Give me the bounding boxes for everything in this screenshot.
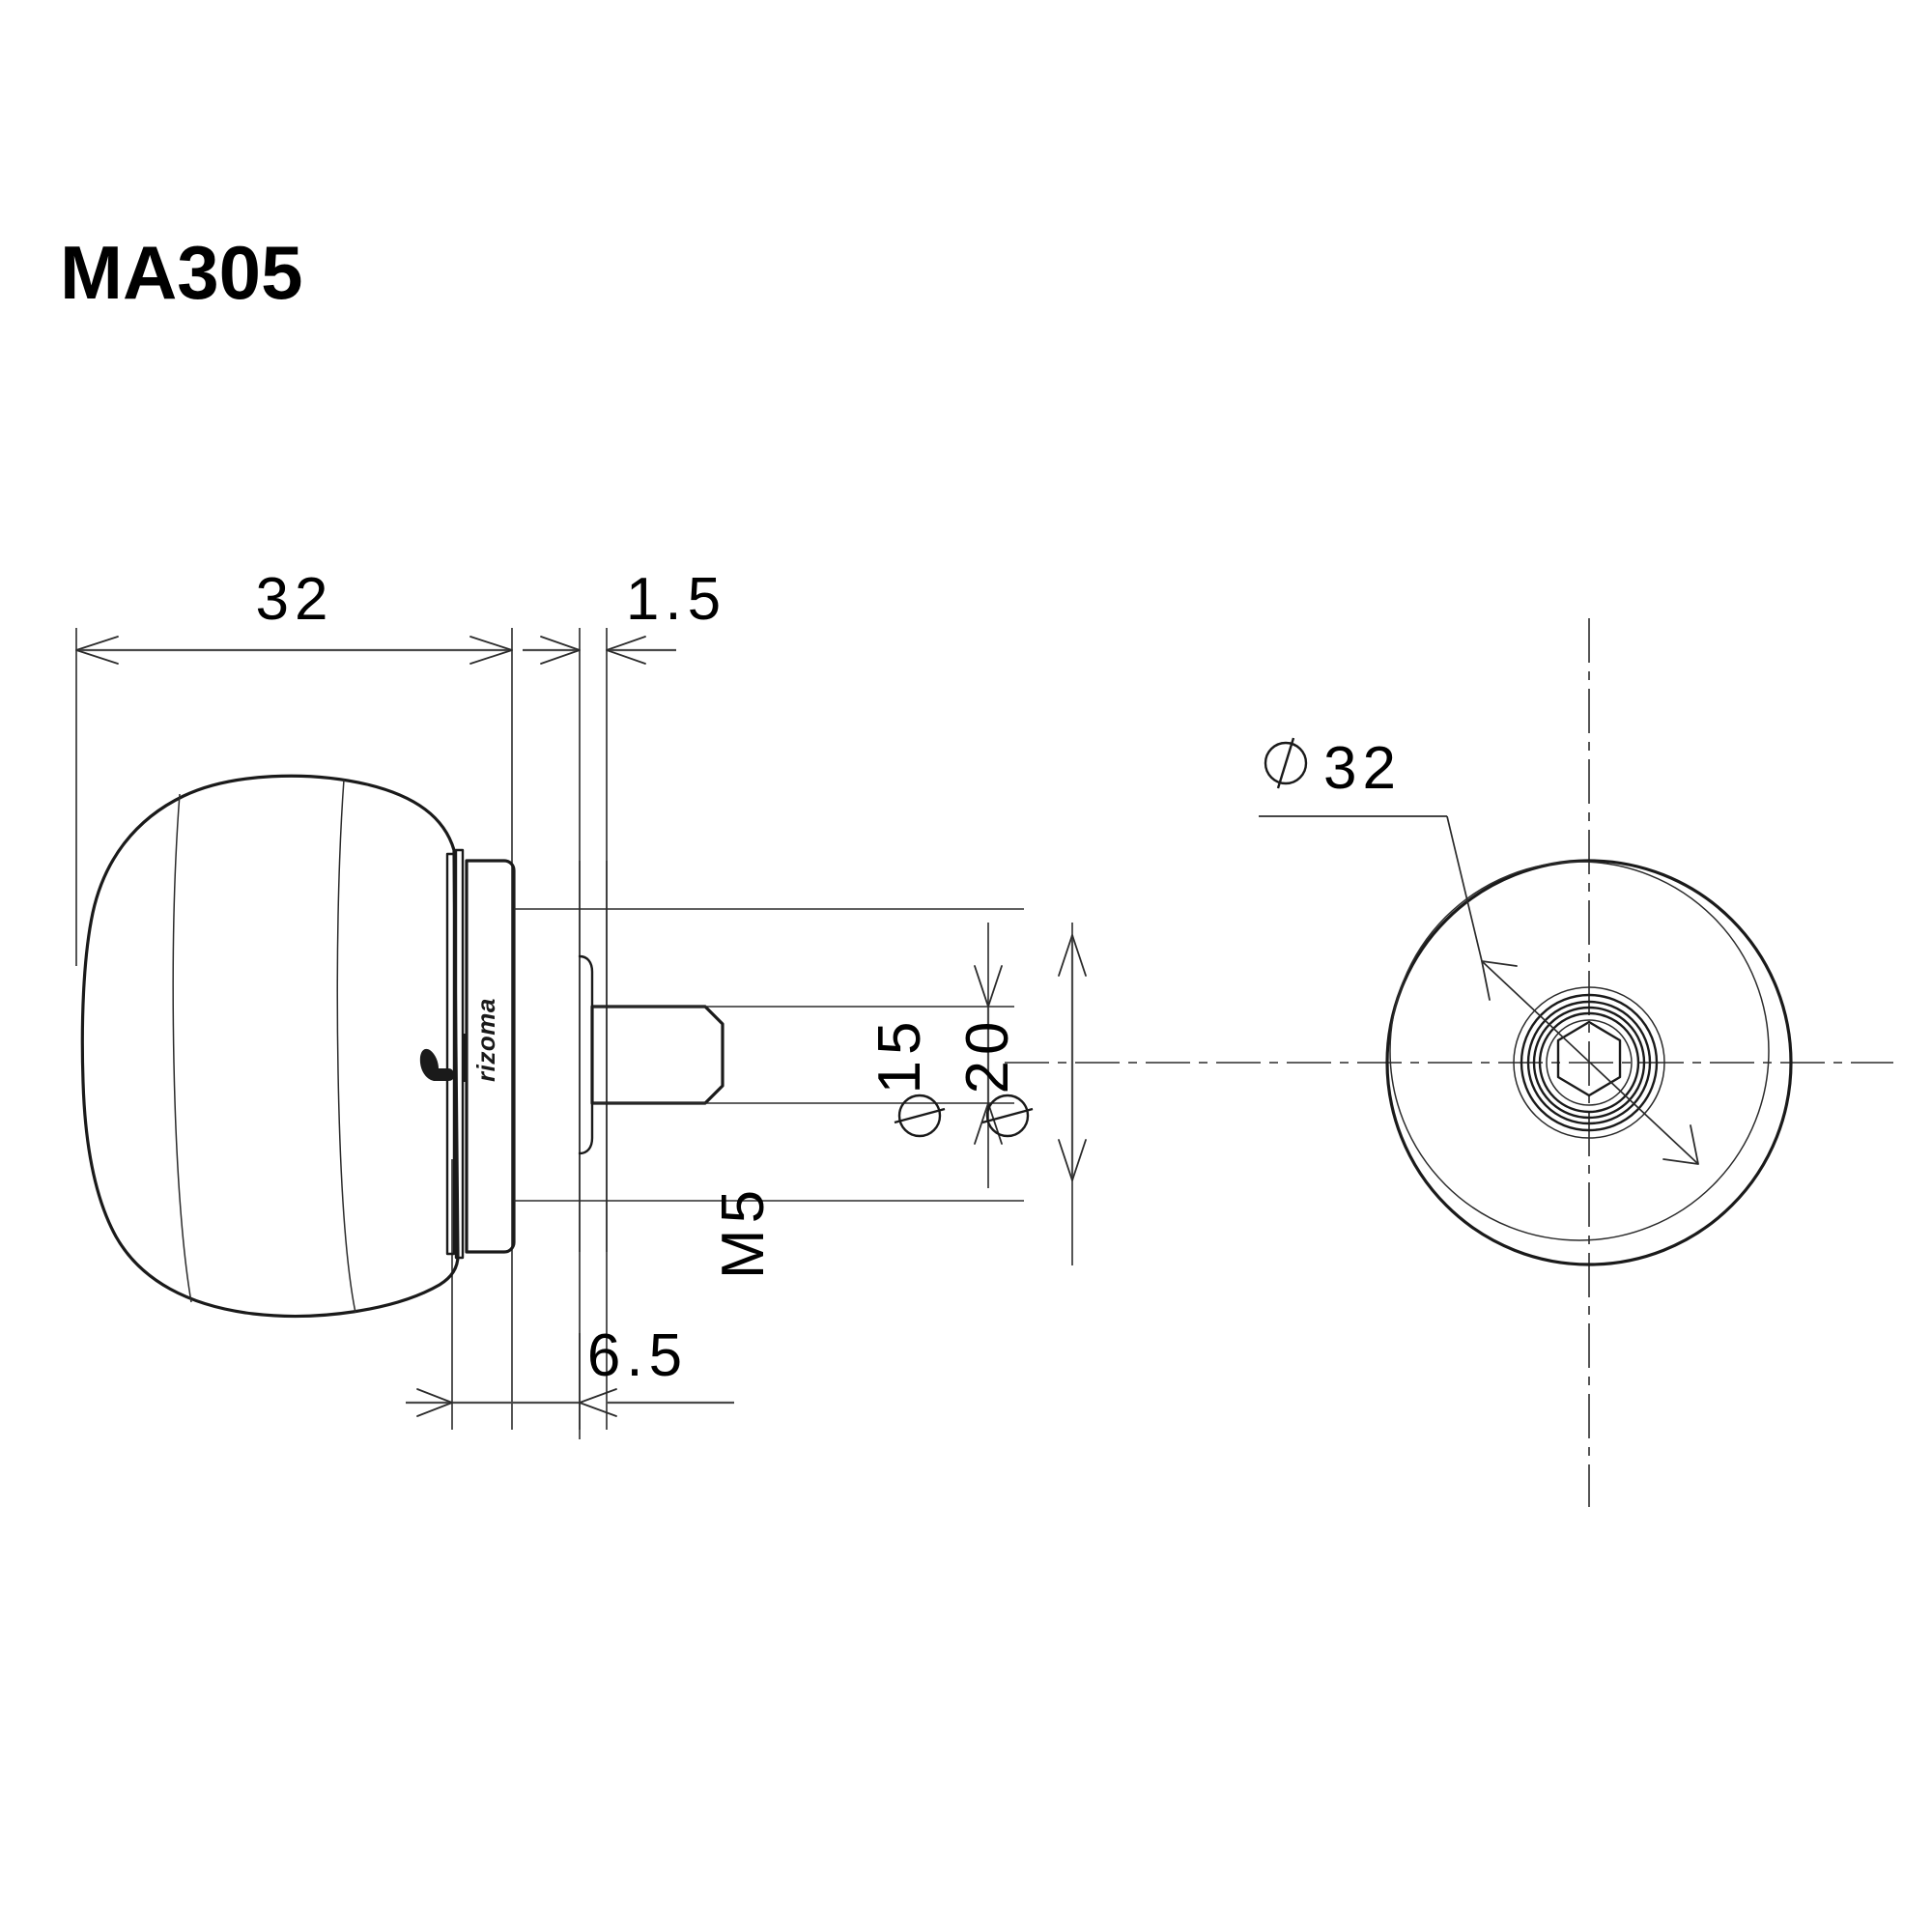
dimension-label-diameter-20: 20 <box>954 1016 1021 1094</box>
cap-collar <box>445 848 465 1260</box>
dimension-label-6-5: 6.5 <box>587 1322 688 1389</box>
dimension-label-1-5: 1.5 <box>626 566 726 633</box>
cap-inner-circle <box>1389 861 1770 1241</box>
dimension-length-32: 32 <box>75 566 513 665</box>
side-section-view: 32 1.5 <box>75 566 1087 1439</box>
diameter-symbol-15 <box>894 1094 946 1138</box>
dimension-label-diameter-32: 32 <box>1323 735 1402 802</box>
dimension-thickness-1-5: 1.5 <box>523 566 726 665</box>
dimension-diameter-20: 20 <box>954 934 1087 1181</box>
hex-socket <box>1556 1020 1622 1097</box>
cap-body-outline <box>80 774 460 1319</box>
diameter-symbol-20 <box>981 1094 1034 1138</box>
flange-block <box>465 859 516 1254</box>
dimension-diameter-15: 15 <box>867 965 1003 1145</box>
dimension-label-32: 32 <box>256 566 334 633</box>
m5-shaft <box>578 954 1014 1155</box>
front-view: 32 <box>1005 618 1893 1507</box>
dimension-diameter-32: 32 <box>1259 735 1699 1165</box>
rizoma-r-mark <box>419 1048 454 1081</box>
thread-callout-m5: M5 <box>710 1184 777 1279</box>
screw-boss-rings <box>1513 986 1665 1139</box>
cap-outer-circle <box>1385 859 1793 1266</box>
rizoma-logo: rizoma <box>419 998 500 1082</box>
diameter-symbol-32 <box>1264 737 1308 789</box>
rizoma-wordmark: rizoma <box>471 998 500 1082</box>
front-view-centerlines <box>1005 618 1893 1507</box>
dimension-shoulder-6-5: 6.5 <box>406 1322 734 1439</box>
dimension-label-diameter-15: 15 <box>867 1016 933 1094</box>
bar-insert-body <box>514 861 1024 1252</box>
page-title: MA305 <box>60 230 303 315</box>
extension-lines <box>75 628 608 1430</box>
dimension-label-m5: M5 <box>710 1184 777 1279</box>
